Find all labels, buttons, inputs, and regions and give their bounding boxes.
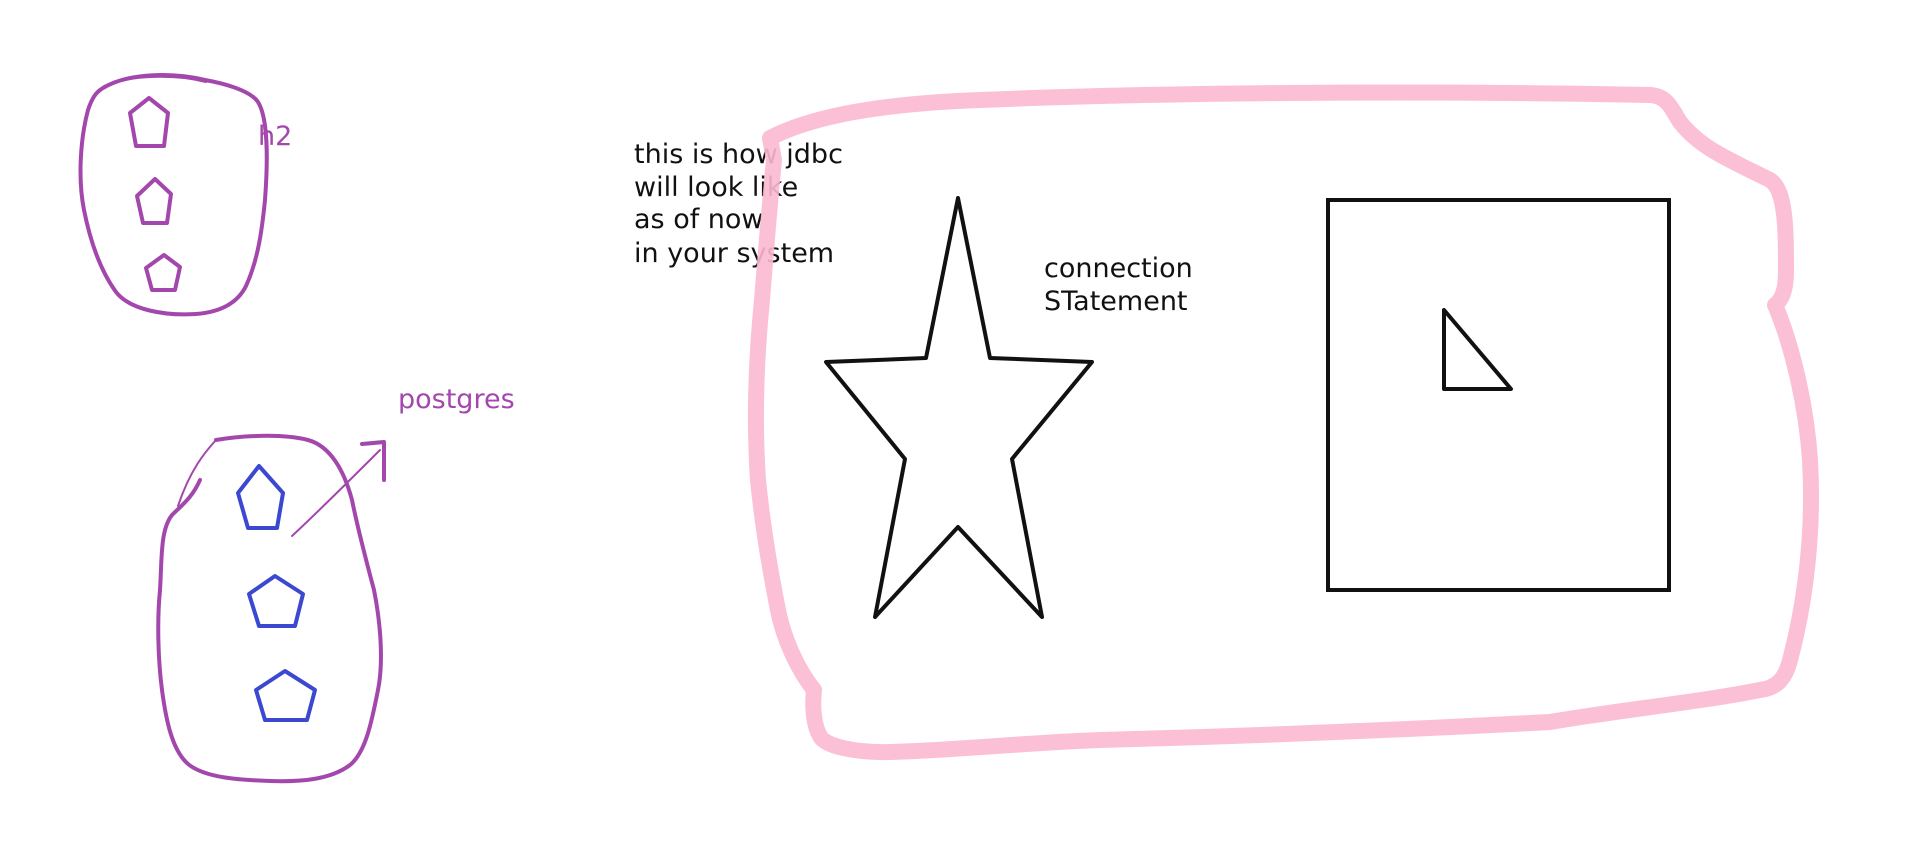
postgres-outline-thin [177, 439, 217, 507]
h2-pentagon-1 [128, 96, 170, 148]
postgres-outline [156, 433, 383, 784]
postgres-label: postgres [398, 384, 515, 415]
connection-note-line-1: connection [1044, 253, 1193, 284]
h2-group: h2 [78, 73, 292, 317]
result-triangle [1442, 308, 1513, 391]
postgres-group: postgres [156, 384, 515, 784]
jdbc-note-line-4: in your system [634, 238, 834, 269]
connection-star [824, 196, 1094, 619]
h2-label: h2 [258, 121, 292, 152]
h2-pentagon-2 [135, 177, 173, 225]
system-group: connection STatement [747, 84, 1819, 761]
jdbc-note: this is how jdbc will look like as of no… [634, 139, 843, 269]
postgres-arrow-head [360, 440, 386, 482]
postgres-pentagon-1 [236, 464, 285, 530]
postgres-pentagon-2 [247, 574, 305, 628]
postgres-pentagon-3 [254, 669, 317, 722]
postgres-arrow-line [291, 449, 381, 537]
connection-note-line-2: STatement [1044, 286, 1188, 317]
statement-square [1326, 198, 1671, 592]
jdbc-note-line-3: as of now [634, 204, 764, 235]
h2-pentagon-3 [144, 253, 182, 292]
h2-outline-stroke-2 [103, 75, 207, 87]
h2-outline [78, 73, 269, 317]
jdbc-note-line-1: this is how jdbc [634, 139, 843, 170]
system-outline [747, 84, 1819, 761]
